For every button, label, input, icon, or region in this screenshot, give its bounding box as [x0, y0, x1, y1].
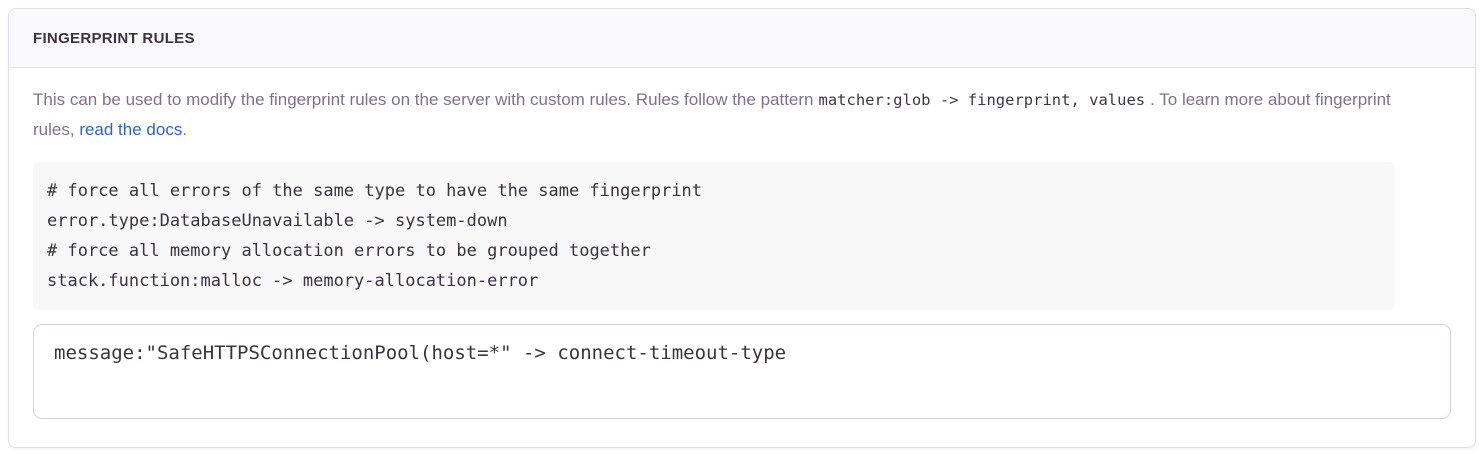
fingerprint-rules-example-code: # force all errors of the same type to h… [33, 162, 1395, 310]
fingerprint-rules-input[interactable]: message:"SafeHTTPSConnectionPool(host=*"… [33, 324, 1451, 419]
fingerprint-rules-panel: FINGERPRINT RULES This can be used to mo… [8, 8, 1476, 448]
panel-body: This can be used to modify the fingerpri… [9, 68, 1475, 447]
read-the-docs-link[interactable]: read the docs [79, 120, 183, 139]
pattern-inline-code: matcher:glob -> fingerprint, values [818, 91, 1146, 109]
description-text-after-link: . [182, 120, 188, 139]
panel-description: This can be used to modify the fingerpri… [33, 85, 1427, 144]
panel-title: FINGERPRINT RULES [33, 30, 195, 47]
description-text-after-code: . To learn more about fingerprint rules, [33, 90, 1391, 139]
description-text-before-code: This can be used to modify the fingerpri… [33, 90, 814, 109]
panel-header: FINGERPRINT RULES [9, 9, 1475, 68]
